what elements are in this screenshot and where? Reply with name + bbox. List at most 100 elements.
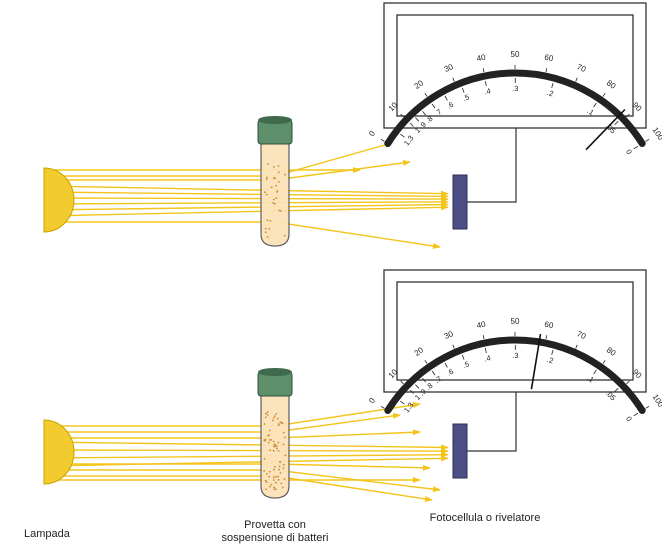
lamp-label-text: Lampada (24, 528, 70, 540)
light-ray-straight (43, 455, 449, 467)
light-ray-straight (43, 185, 449, 197)
test-tube-icon (257, 116, 293, 247)
lamp-icon (43, 167, 75, 233)
bacteria-dot (282, 431, 285, 434)
bacteria-dot (266, 411, 269, 413)
light-ray-scattered (44, 412, 401, 433)
bacteria-dot (279, 210, 282, 212)
absorbance-tick-label: 1 (413, 393, 422, 402)
test-tube-icon (257, 368, 293, 499)
bacteria-dot (269, 449, 272, 451)
absorbance-tick-label: .2 (546, 355, 554, 365)
detector-label: Fotocellula o rivelatore (410, 512, 560, 525)
transmittance-tick (545, 68, 548, 73)
bacteria-dot (277, 181, 280, 183)
light-ray-straight (43, 441, 449, 451)
meter-scale-arc (384, 336, 646, 414)
transmittance-tick (424, 93, 428, 97)
transmittance-tick-label: 50 (511, 317, 520, 326)
detector-label-text: Fotocellula o rivelatore (429, 512, 541, 524)
bacteria-dot (264, 416, 267, 419)
tube-label-line2: sospensione di batteri (221, 532, 329, 544)
absorbance-tick (444, 362, 448, 368)
bacteria-dot (266, 236, 269, 238)
photocell-icon (452, 174, 468, 230)
bacteria-dot (270, 483, 273, 486)
transmittance-tick (626, 113, 630, 118)
transmittance-tick (645, 138, 650, 142)
bacteria-dot (275, 488, 277, 491)
bacteria-dot (272, 440, 275, 443)
absorbance-tick (431, 103, 436, 109)
light-ray-scattered (44, 221, 441, 249)
bacteria-dot (267, 434, 269, 437)
light-ray-scattered (44, 463, 431, 471)
bacteria-dot (272, 449, 275, 452)
absorbance-tick (422, 111, 427, 116)
bacteria-dot (269, 220, 272, 222)
absorbance-tick-label: .1 (585, 106, 595, 117)
absorbance-tick (484, 348, 487, 354)
photocell-icon (452, 423, 468, 479)
transmittance-tick (645, 405, 650, 409)
bacteria-dot (268, 228, 271, 230)
detector-wire (467, 128, 517, 203)
transmittance-tick (452, 77, 455, 82)
bacteria-dot (272, 198, 275, 201)
transmittance-tick-label: 30 (443, 329, 455, 341)
light-ray-straight (43, 448, 449, 455)
transmittance-tick-label: 60 (544, 320, 555, 331)
absorbance-tick-label: .3 (512, 84, 518, 93)
absorbance-tick (444, 95, 448, 101)
absorbance-tick-label: .4 (484, 86, 492, 96)
transmittance-tick (424, 360, 428, 364)
bacteria-dot (263, 423, 266, 425)
bacteria-dot (270, 186, 273, 189)
transmittance-tick (482, 68, 485, 73)
absorbance-tick-label: .9 (417, 387, 428, 398)
bacteria-dot (269, 485, 271, 488)
bacteria-dot (269, 439, 271, 441)
bacteria-dot (278, 209, 280, 212)
transmittance-tick-label: 50 (511, 50, 520, 59)
absorbance-tick-label: .9 (417, 120, 428, 131)
bacteria-dot (277, 441, 280, 444)
absorbance-tick (614, 120, 619, 125)
transmittance-tick-label: 0 (367, 129, 377, 138)
light-ray-straight (43, 201, 449, 211)
transmittance-tick (602, 360, 606, 364)
bacteria-dot (263, 457, 266, 460)
bacteria-dot (273, 479, 275, 481)
bacteria-dot (278, 468, 280, 471)
absorbance-tick (409, 122, 414, 127)
bacteria-dot (273, 177, 276, 180)
bacteria-dot (278, 465, 281, 468)
bacteria-dot (265, 481, 268, 483)
light-rays (43, 142, 449, 249)
bacteria-dot (264, 231, 267, 234)
bacteria-dots (264, 163, 286, 238)
absorbance-tick-label: .7 (433, 374, 443, 385)
bacteria-dot (282, 486, 284, 489)
absorbance-tick-label: .6 (445, 100, 455, 111)
absorbance-tick (461, 354, 465, 360)
bacteria-dot (274, 445, 276, 448)
transmittance-tick-label: 60 (544, 53, 555, 64)
bacteria-dot (272, 202, 275, 204)
light-ray-scattered (44, 159, 411, 181)
bacteria-dot (268, 475, 270, 478)
lamp-icon (43, 419, 75, 485)
bacteria-dot (267, 163, 269, 165)
bacteria-dot (264, 191, 266, 194)
transmittance-tick (380, 405, 385, 409)
absorbance-tick (409, 389, 414, 394)
absorbance-tick (614, 387, 619, 392)
bacteria-dot (264, 439, 266, 442)
absorbance-tick-label: 1.3 (402, 401, 416, 415)
absorbance-tick-label: .8 (424, 381, 435, 392)
absorbance-tick-label: .5 (462, 359, 471, 370)
absorbance-tick-label: .3 (512, 351, 518, 360)
bacteria-dot (266, 219, 269, 222)
